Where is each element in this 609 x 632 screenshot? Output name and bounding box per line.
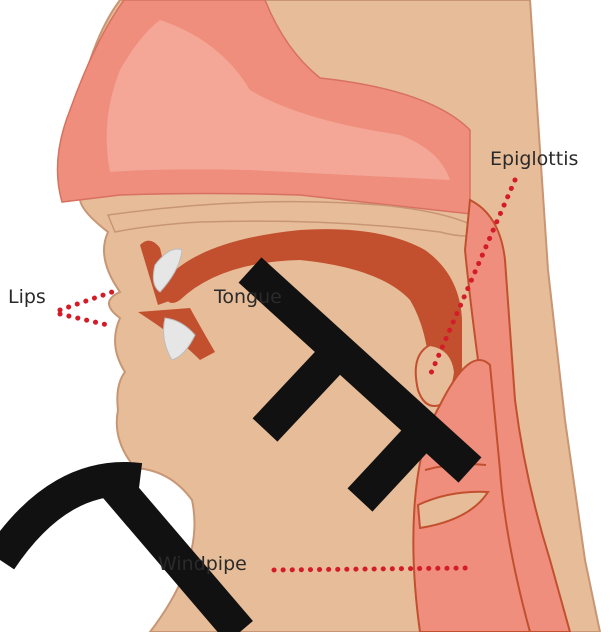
label-windpipe: Windpipe xyxy=(158,553,247,575)
lips-pointer-upper xyxy=(60,292,112,310)
label-epiglottis: Epiglottis xyxy=(490,148,578,170)
label-tongue: Tongue xyxy=(214,286,282,308)
label-lips: Lips xyxy=(8,286,46,308)
lips-pointer-lower xyxy=(60,314,112,326)
